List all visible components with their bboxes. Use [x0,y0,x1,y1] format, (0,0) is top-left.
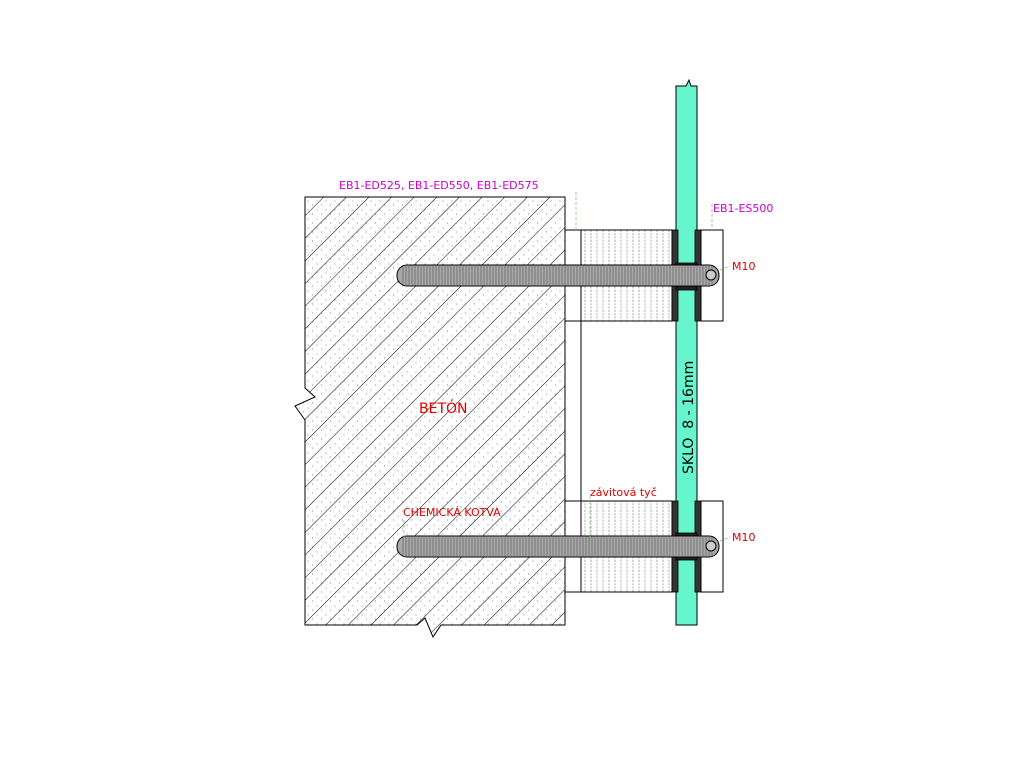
leader-lines [403,192,731,542]
threaded-rod-label: závitová tyč [590,486,657,499]
bolt-top-label: M10 [732,260,756,273]
cap-code-label: EB1-ES500 [713,202,773,215]
spacer-codes-label: EB1-ED525, EB1-ED550, EB1-ED575 [339,179,539,192]
chemical-anchor-label: CHEMICKÁ KOTVA [403,506,501,519]
bolt-bottom-label: M10 [732,531,756,544]
concrete-label: BETÓN [419,399,468,417]
concrete-block [294,196,566,639]
threaded-rod-top [396,264,720,287]
threaded-rod-bottom [396,535,720,558]
glass-label: SKLO 8 - 16mm [681,361,697,474]
